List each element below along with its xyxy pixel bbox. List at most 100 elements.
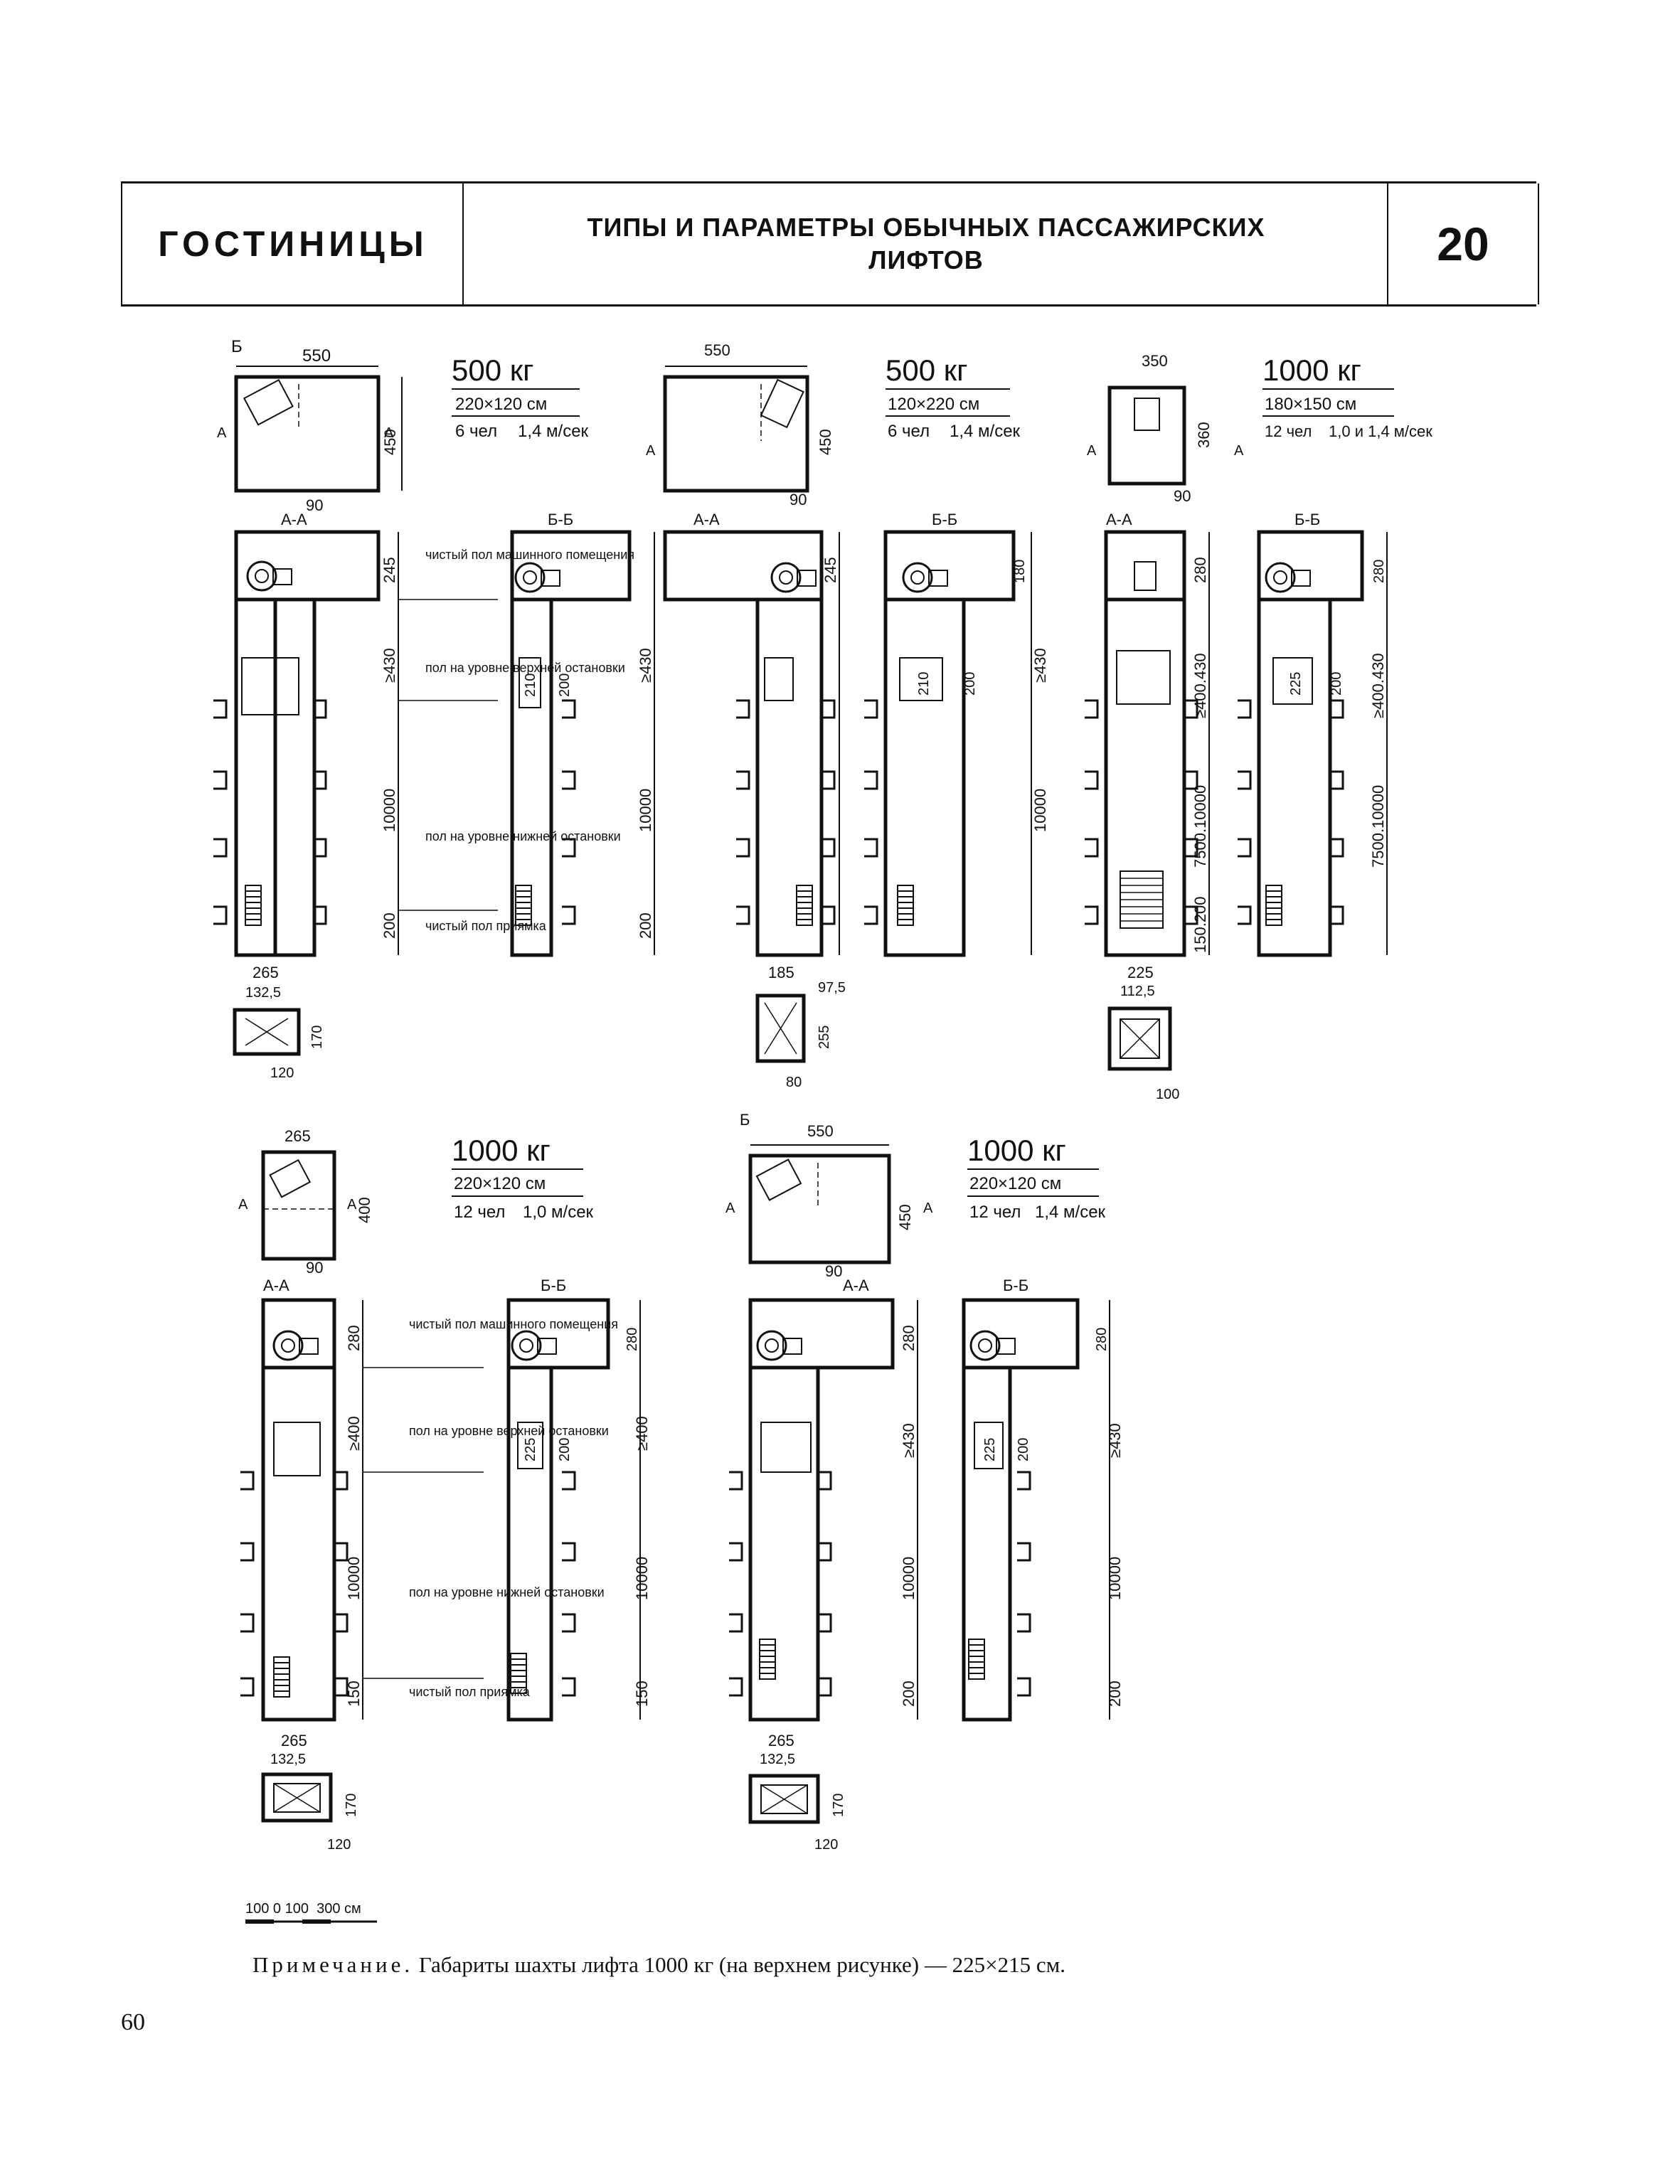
- label-top-stop-floor: пол на уровне верхней остановки: [425, 661, 625, 675]
- lift-4-section-aa-mark: А-А: [263, 1277, 289, 1294]
- lift-2-section-aa-mark: А-А: [693, 511, 720, 528]
- lift-3-speed: 1,0 и 1,4 м/сек: [1329, 422, 1432, 440]
- lift-1-cabin-depth: 210: [523, 673, 538, 697]
- lift-4-plan-height: 400: [356, 1197, 373, 1223]
- lift-3-dim-280: 280: [1191, 557, 1209, 583]
- lift-3-shaft-width: 225: [1127, 964, 1154, 981]
- lift-1-dim-200: 200: [381, 912, 398, 939]
- lift-3-mark-a-left: А: [1087, 443, 1097, 459]
- lift-2-shaft-width: 185: [768, 964, 794, 981]
- lift-5-plan: Б 550 450 А А 90: [725, 1111, 933, 1280]
- lift-2-plan: 550 450 А 90: [646, 341, 834, 508]
- lift-5-plan-width: 550: [807, 1122, 834, 1140]
- lift-3-mark-a-right: А: [1234, 443, 1244, 459]
- lift-1-dim-10000: 10000: [381, 789, 398, 832]
- lift-2-bb-dim-430: ≥430: [1031, 648, 1049, 683]
- lift-5-shaft-depth: 170: [831, 1794, 846, 1817]
- lift-5-dim-200: 200: [900, 1680, 918, 1707]
- lift-5-persons: 12 чел: [969, 1203, 1021, 1222]
- lift-1-section-bb: Б-Б 210 200: [510, 511, 632, 957]
- lift-3-dim-90: 90: [1174, 487, 1191, 505]
- lift-4-door-height: 200: [557, 1438, 573, 1461]
- lift-2-dim-200: 200: [637, 912, 654, 939]
- label-machine-room-floor: чистый пол машинного помещения: [425, 548, 634, 562]
- lift-4-dim-90: 90: [306, 1259, 323, 1277]
- lift-3-plan-width: 350: [1142, 352, 1168, 370]
- lift-5-shaft-width: 265: [768, 1732, 794, 1749]
- lift-2-shaft-plan: 185 97,5 255 80: [755, 964, 846, 1090]
- lift-4-bb-dim-10000: 10000: [633, 1557, 651, 1600]
- sheet-header: ГОСТИНИЦЫ ТИПЫ И ПАРАМЕТРЫ ОБЫЧНЫХ ПАССА…: [121, 181, 1539, 307]
- lift-5-dim-430: ≥430: [900, 1423, 918, 1458]
- lift-3-spec: 1000 кг 180×150 см 12 чел 1,0 и 1,4 м/се…: [1262, 353, 1432, 440]
- lift-5-capacity: 1000 кг: [967, 1134, 1066, 1167]
- lift-5-dim-90: 90: [825, 1262, 842, 1280]
- section-title: ГОСТИНИЦЫ: [158, 224, 428, 264]
- lift-1-persons: 6 чел: [455, 422, 497, 441]
- scale-bar-label: 100 0 100 300 см: [245, 1901, 361, 1917]
- lift-5-shaft-door: 120: [814, 1837, 838, 1853]
- lift-2-section-bb: Б-Б 210 200 180 ≥430 10000: [863, 511, 1049, 957]
- lift-2-cabin-depth: 210: [916, 672, 932, 696]
- lift-2-bb-dim-10000: 10000: [1031, 789, 1049, 832]
- lift-5-section-bb-mark: Б-Б: [1003, 1277, 1028, 1294]
- lift-5-section-aa: А-А 280 ≥430 10000 200: [728, 1277, 918, 1722]
- page-number: 60: [121, 2009, 145, 2035]
- lift-3-plan: 350 360 А А 90: [1087, 352, 1244, 505]
- lift-1-mark-a-left: А: [217, 425, 227, 441]
- lift-4-dim-280: 280: [345, 1325, 363, 1351]
- lift-1-section-aa: А-А: [212, 511, 381, 957]
- lift-5-mark-a-right: А: [923, 1200, 933, 1216]
- lift-3-shaft-half: 112,5: [1120, 984, 1155, 999]
- lift-5-shaft-half: 132,5: [760, 1752, 795, 1767]
- lift-4-shaft-door: 120: [327, 1837, 351, 1853]
- lift-4-cabin-depth: 225: [523, 1438, 538, 1461]
- lift-3-shaft-plan: 225 112,5 100: [1107, 964, 1179, 1102]
- lift-2-door-height: 200: [962, 672, 978, 696]
- lift-3-dim-7500: 7500.10000: [1191, 785, 1209, 868]
- lift-3-cabin-depth: 225: [1288, 672, 1304, 696]
- label-bottom-stop-floor: пол на уровне нижней остановки: [425, 829, 621, 843]
- lift-3-bb-dim-7500: 7500.10000: [1369, 785, 1387, 868]
- lift-1-plan-height: 450: [381, 429, 399, 455]
- lift-4-dim-150: 150: [345, 1680, 363, 1707]
- lift-2-dim-245: 245: [822, 557, 839, 583]
- lift-1-cabin: 220×120 см: [455, 395, 547, 414]
- lift-2-plan-width: 550: [704, 341, 730, 359]
- lift-1-mark-b: Б: [231, 337, 243, 356]
- lift-1-section-aa-mark: А-А: [281, 511, 307, 528]
- lift-2-shaft-door: 80: [786, 1075, 802, 1090]
- lift-4-mark-a-left: А: [238, 1197, 248, 1213]
- lift-4-bb-dim-400: ≥400: [633, 1416, 651, 1451]
- lift-5-door-height: 200: [1016, 1438, 1031, 1461]
- lift-5-dim-280: 280: [900, 1325, 918, 1351]
- footnote-lead: Примечание.: [252, 1952, 414, 1977]
- lift-3-section-aa: А-А 280 ≥400.430 7500.10000 150.200: [1083, 511, 1210, 957]
- lift-5-speed: 1,4 м/сек: [1035, 1203, 1106, 1222]
- lift-1-shaft-depth: 170: [309, 1026, 325, 1049]
- lift-1-shaft-plan: 265 132,5 170 120: [233, 964, 325, 1081]
- lift-2-spec: 500 кг 120×220 см 6 чел 1,4 м/сек: [886, 353, 1021, 441]
- footnote-text: Габариты шахты лифта 1000 кг (на верхнем…: [413, 1952, 1065, 1977]
- lift-4-capacity: 1000 кг: [452, 1134, 551, 1167]
- lift-1-dim-90: 90: [306, 496, 323, 514]
- lift-1-dim-245: 245: [381, 557, 398, 583]
- level-labels-row-1: чистый пол машинного помещения пол на ур…: [398, 548, 634, 933]
- lift-4-persons: 12 чел: [454, 1203, 505, 1222]
- lift-5-shaft-plan: 265 132,5 170 120: [748, 1732, 846, 1853]
- lift-1-shaft-half: 132,5: [245, 985, 281, 1001]
- lift-5-spec: 1000 кг 220×120 см 12 чел 1,4 м/сек: [967, 1134, 1106, 1222]
- lift-1-door-height: 200: [557, 673, 573, 697]
- sheet-title-line-2: ЛИФТОВ: [868, 245, 984, 275]
- lift-4-speed: 1,0 м/сек: [523, 1203, 594, 1222]
- lift-2-plan-height: 450: [817, 429, 834, 455]
- label-pit-floor-2: чистый пол приямка: [409, 1685, 531, 1699]
- lift-5-section-bb: Б-Б 225 200 280 ≥430 10000 200: [962, 1277, 1124, 1722]
- lift-4-spec: 1000 кг 220×120 см 12 чел 1,0 м/сек: [452, 1134, 594, 1222]
- lift-2-bb-dim-180: 180: [1012, 560, 1028, 583]
- lift-4-section-bb-mark: Б-Б: [541, 1277, 566, 1294]
- section-cell: ГОСТИНИЦЫ: [121, 183, 464, 304]
- sheet-title: ТИПЫ И ПАРАМЕТРЫ ОБЫЧНЫХ ПАССАЖИРСКИХ ЛИ…: [588, 211, 1265, 277]
- title-cell: ТИПЫ И ПАРАМЕТРЫ ОБЫЧНЫХ ПАССАЖИРСКИХ ЛИ…: [462, 183, 1388, 304]
- lift-1-shaft-width: 265: [252, 964, 279, 981]
